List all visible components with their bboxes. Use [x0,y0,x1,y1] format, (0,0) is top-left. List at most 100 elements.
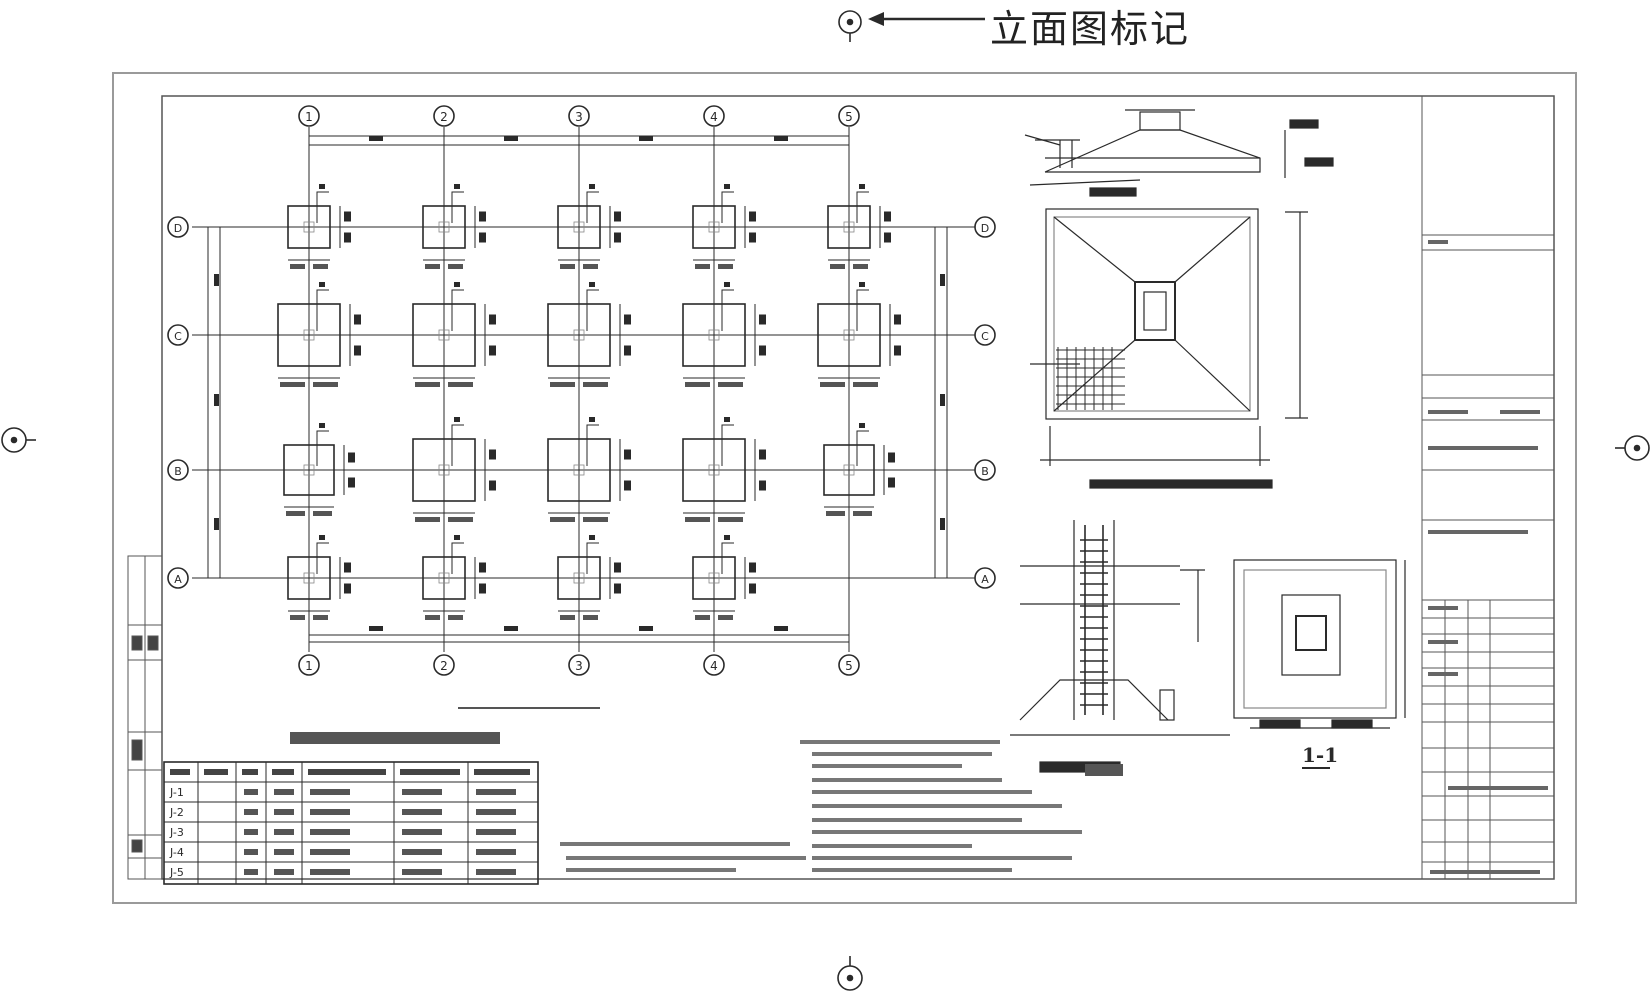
axis-label: D [174,222,182,235]
elevation-markers [1,10,1650,991]
footing [682,282,766,387]
axis-label: 2 [440,110,448,124]
footing [283,423,355,516]
axis-bubble-icon [568,105,590,127]
title-block-text [1428,672,1458,676]
table-row-label: J-4 [169,846,184,859]
footing [287,535,351,620]
axis-label: A [174,573,182,586]
title-block-text [1430,870,1540,874]
axis-bubble-icon [433,654,455,676]
table-cell [274,789,294,795]
axis-label: 1 [305,659,313,673]
axis-bubble-icon [433,105,455,127]
note-line [812,868,1012,872]
title-block-text [1428,606,1458,610]
axis-bubble-icon [974,459,996,481]
table-cell [244,869,258,875]
revision-strip [127,555,163,880]
footing [412,282,496,387]
axis-bubble-icon [298,654,320,676]
table-cell [402,789,442,795]
footing [827,184,891,269]
footing [422,535,486,620]
table-row-label: J-5 [169,866,184,879]
table-cell [244,809,258,815]
elevation-mark-label: 立面图标记 [990,7,1191,51]
stirrups [1080,525,1108,715]
table-row-label: J-1 [169,786,184,799]
footing [287,184,351,269]
table-cell [402,849,442,855]
axis-label: C [174,330,182,343]
table-cell [310,789,350,795]
axis-label: 5 [845,110,853,124]
note-line [566,868,736,872]
footing [682,417,766,522]
footing [823,423,895,516]
table-cell [274,869,294,875]
table-header-cell [170,769,190,775]
table-cell [244,849,258,855]
note-line [812,830,1082,834]
axis-label: 4 [710,110,718,124]
table-cell [476,809,516,815]
note-line [812,778,1002,782]
dimension-text [369,136,383,141]
dimension-text [504,626,518,631]
table-header-cell [308,769,386,775]
title-block-text [1428,240,1448,244]
elevation-marker-icon [837,956,863,991]
axis-bubble-icon [703,654,725,676]
table-cell [476,869,516,875]
title-block-text [1500,410,1540,414]
table-row-label: J-2 [169,806,184,819]
title-block-text [1428,640,1458,644]
section-1-1-detail [1233,559,1406,729]
note-line [812,844,972,848]
table-cell [402,869,442,875]
dimension-text [214,274,219,286]
table-cell [274,809,294,815]
elevation-marker-icon [838,10,862,42]
sheet-outer-frame [112,72,1577,904]
table-row-label: J-3 [169,826,184,839]
dimension-text [774,136,788,141]
title-block-text [1428,530,1528,534]
footing [422,184,486,269]
table-cell [402,829,442,835]
dimension-text [214,518,219,530]
column-section-detail [1010,520,1230,773]
dimension-text [369,626,383,631]
axis-label: A [981,573,989,586]
dimension-text [940,394,945,406]
table-cell [476,829,516,835]
axis-label: B [981,465,989,478]
note-line [812,804,1062,808]
title-block-text [1428,410,1468,414]
table-cell [310,869,350,875]
axis-label: 1 [305,110,313,124]
axis-bubble-icon [974,567,996,589]
axis-label: B [174,465,182,478]
footing [547,417,631,522]
axis-label: C [981,330,989,343]
dimension-text [214,394,219,406]
axis-bubble-icon [703,105,725,127]
detail-caption [1085,764,1123,776]
dimension-text [940,518,945,530]
footing [277,282,361,387]
rebar-mesh [1056,347,1125,410]
axis-label: 5 [845,659,853,673]
table-header-cell [272,769,294,775]
note-line [566,856,806,860]
table-header-cell [474,769,530,775]
footing [547,282,631,387]
axis-bubble-icon [167,459,189,481]
dimension-text [639,136,653,141]
dimension-text [639,626,653,631]
title-block [1421,95,1555,880]
elevation-marker-icon [1615,435,1650,461]
axis-bubble-icon [974,216,996,238]
